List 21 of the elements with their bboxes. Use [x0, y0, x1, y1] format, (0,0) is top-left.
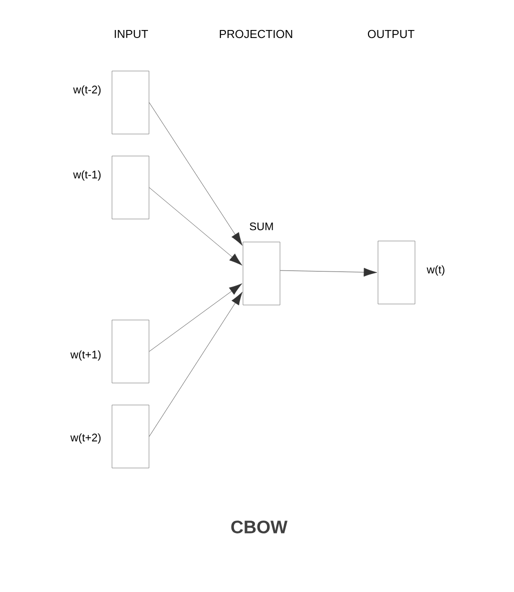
arrow [280, 268, 378, 277]
box [112, 70, 150, 134]
word-label: w(t-1) [73, 170, 101, 181]
caption: CBOW [231, 520, 288, 534]
word-label: w(t) [426, 265, 444, 276]
column-heading: PROJECTION [220, 30, 292, 38]
word-label: w(t+1) [70, 350, 101, 361]
box [112, 404, 150, 468]
box [112, 156, 150, 220]
box [112, 320, 150, 384]
sum-box: SUM [242, 222, 280, 306]
arrow [149, 187, 242, 266]
word-label: w(t-2) [73, 85, 101, 96]
node-label: SUM [250, 222, 273, 230]
arrow [149, 292, 242, 437]
arrow [149, 283, 242, 352]
box [378, 240, 416, 304]
column-heading: INPUT [114, 30, 148, 38]
arrow [149, 102, 242, 246]
column-heading: OUTPUT [368, 30, 414, 38]
word-label: w(t+2) [70, 433, 101, 444]
